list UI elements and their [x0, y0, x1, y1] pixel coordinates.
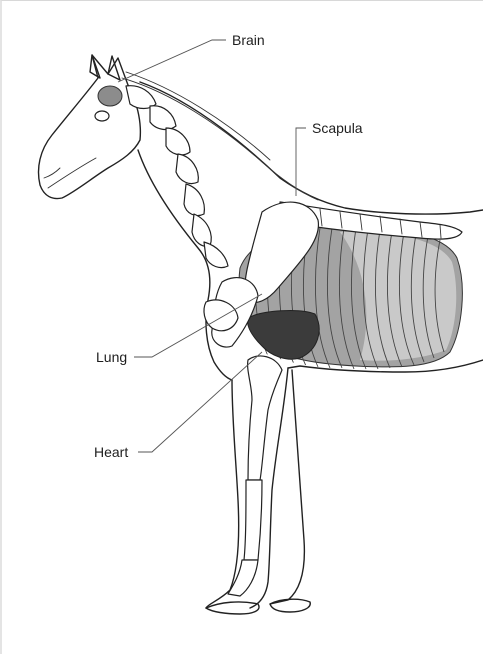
label-brain: Brain	[232, 32, 265, 48]
label-heart: Heart	[94, 444, 128, 460]
scapula-leader-line	[296, 128, 306, 196]
horse-head-outline	[39, 55, 141, 198]
cannon-bone	[244, 480, 262, 560]
brain-leader-line	[118, 40, 226, 82]
hind-hoof	[270, 599, 310, 612]
cervical-vertebrae	[126, 86, 228, 268]
front-leg-outline	[206, 380, 239, 608]
radius-bone	[248, 356, 282, 480]
label-lung: Lung	[96, 349, 127, 365]
heart-leader-line	[138, 352, 262, 452]
hind-leg-outline	[270, 370, 304, 604]
horse-eye	[95, 111, 109, 121]
brain-region	[98, 86, 122, 106]
pastern-bone	[228, 560, 258, 596]
label-scapula: Scapula	[312, 120, 363, 136]
heart-region	[248, 311, 320, 360]
